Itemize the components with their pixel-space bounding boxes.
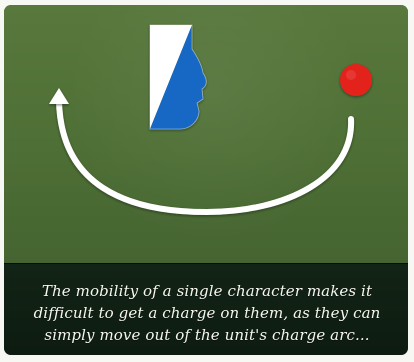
single-character-icon [340, 64, 372, 96]
caption-text: The mobility of a single character makes… [22, 280, 392, 346]
caption-line-2: difficult to get a charge on them, as th… [34, 304, 381, 322]
caption-line-3: simply move out of the unit's charge arc… [44, 326, 369, 344]
caption-panel: The mobility of a single character makes… [4, 263, 408, 355]
charge-arc-diagram [4, 5, 408, 263]
diagram-frame: The mobility of a single character makes… [4, 5, 408, 355]
arrowhead-icon [49, 88, 69, 104]
unit-token-icon [150, 25, 206, 129]
single-character-highlight-icon [346, 70, 356, 80]
charge-arc-icon [59, 101, 351, 212]
caption-line-1: The mobility of a single character makes… [42, 282, 372, 300]
tabletop-diagram [4, 5, 408, 263]
